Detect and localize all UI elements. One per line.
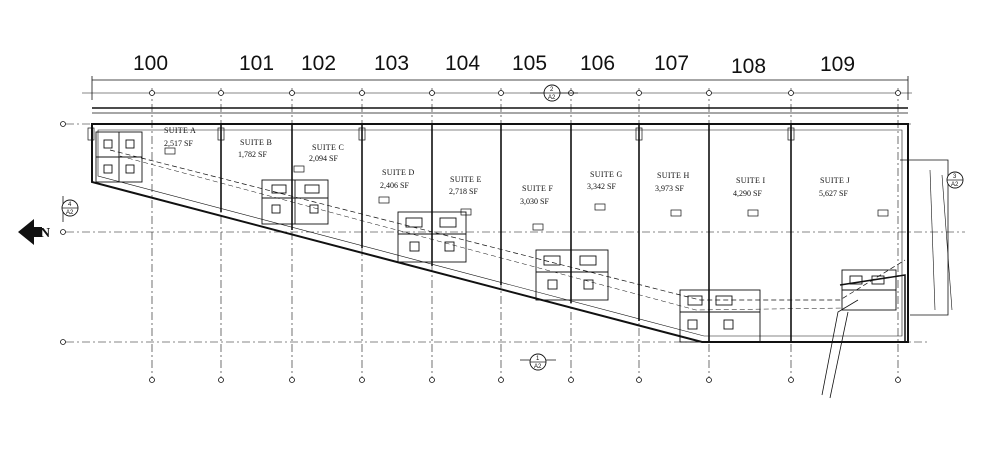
section-tag-bottom-number: 1 <box>536 356 540 362</box>
section-tag-top: 2 A2 <box>530 84 578 102</box>
suite-c-name: SUITE C <box>312 143 344 152</box>
restroom-cores <box>95 131 897 343</box>
suite-d-name: SUITE D <box>382 168 415 177</box>
core-suite-j <box>841 269 897 311</box>
unit-number-108: 108 <box>731 55 766 78</box>
suite-i-name: SUITE I <box>736 176 765 185</box>
suite-h-area: 3,973 SF <box>655 184 684 193</box>
suite-g-area: 3,342 SF <box>587 182 616 191</box>
overall-dimension-line <box>82 76 912 114</box>
suite-i-area: 4,290 SF <box>733 189 762 198</box>
demising-walls <box>220 124 792 342</box>
suite-d-area: 2,406 SF <box>380 181 409 190</box>
suite-b-area: 1,782 SF <box>238 150 267 159</box>
unit-number-101: 101 <box>239 52 274 75</box>
section-tag-left-number: 4 <box>68 202 72 208</box>
suite-labels: SUITE A 2,517 SF SUITE B 1,782 SF SUITE … <box>164 126 850 206</box>
unit-number-105: 105 <box>512 52 547 75</box>
section-tag-left: 4 A2 <box>61 196 79 222</box>
suite-e-name: SUITE E <box>450 175 482 184</box>
section-tag-right-sheet: A2 <box>951 182 959 188</box>
north-arrow: N <box>18 219 50 245</box>
core-suite-f-g <box>535 249 609 301</box>
section-tag-top-number: 2 <box>550 87 554 93</box>
unit-number-107: 107 <box>654 52 689 75</box>
suite-a-name: SUITE A <box>164 126 196 135</box>
suite-c-area: 2,094 SF <box>309 154 338 163</box>
suite-e-area: 2,718 SF <box>449 187 478 196</box>
core-suite-a-b <box>95 131 143 183</box>
core-suite-d-e <box>397 211 467 263</box>
north-arrow-letter: N <box>40 226 50 241</box>
suite-f-name: SUITE F <box>522 184 553 193</box>
unit-number-109: 109 <box>820 53 855 76</box>
suite-j-name: SUITE J <box>820 176 850 185</box>
suite-f-area: 3,030 SF <box>520 197 549 206</box>
suite-b-name: SUITE B <box>240 138 272 147</box>
unit-number-103: 103 <box>374 52 409 75</box>
unit-number-106: 106 <box>580 52 615 75</box>
section-tag-top-sheet: A2 <box>548 95 556 101</box>
equipment-tags <box>87 127 889 231</box>
section-tag-right-number: 3 <box>953 174 957 180</box>
unit-number-row: 100 101 102 103 104 105 106 107 108 109 <box>133 52 855 78</box>
section-tag-right: 3 A2 <box>946 171 964 189</box>
core-suite-b-c <box>261 179 329 225</box>
section-tag-bottom: 1 A2 <box>520 353 556 371</box>
suite-a-area: 2,517 SF <box>164 139 193 148</box>
unit-number-100: 100 <box>133 52 168 75</box>
suite-j-area: 5,627 SF <box>819 189 848 198</box>
suite-g-name: SUITE G <box>590 170 623 179</box>
section-tag-left-sheet: A2 <box>66 210 74 216</box>
section-tag-bottom-sheet: A2 <box>534 364 542 370</box>
unit-number-102: 102 <box>301 52 336 75</box>
unit-number-104: 104 <box>445 52 480 75</box>
suite-h-name: SUITE H <box>657 171 690 180</box>
core-suite-h-i <box>679 289 761 343</box>
